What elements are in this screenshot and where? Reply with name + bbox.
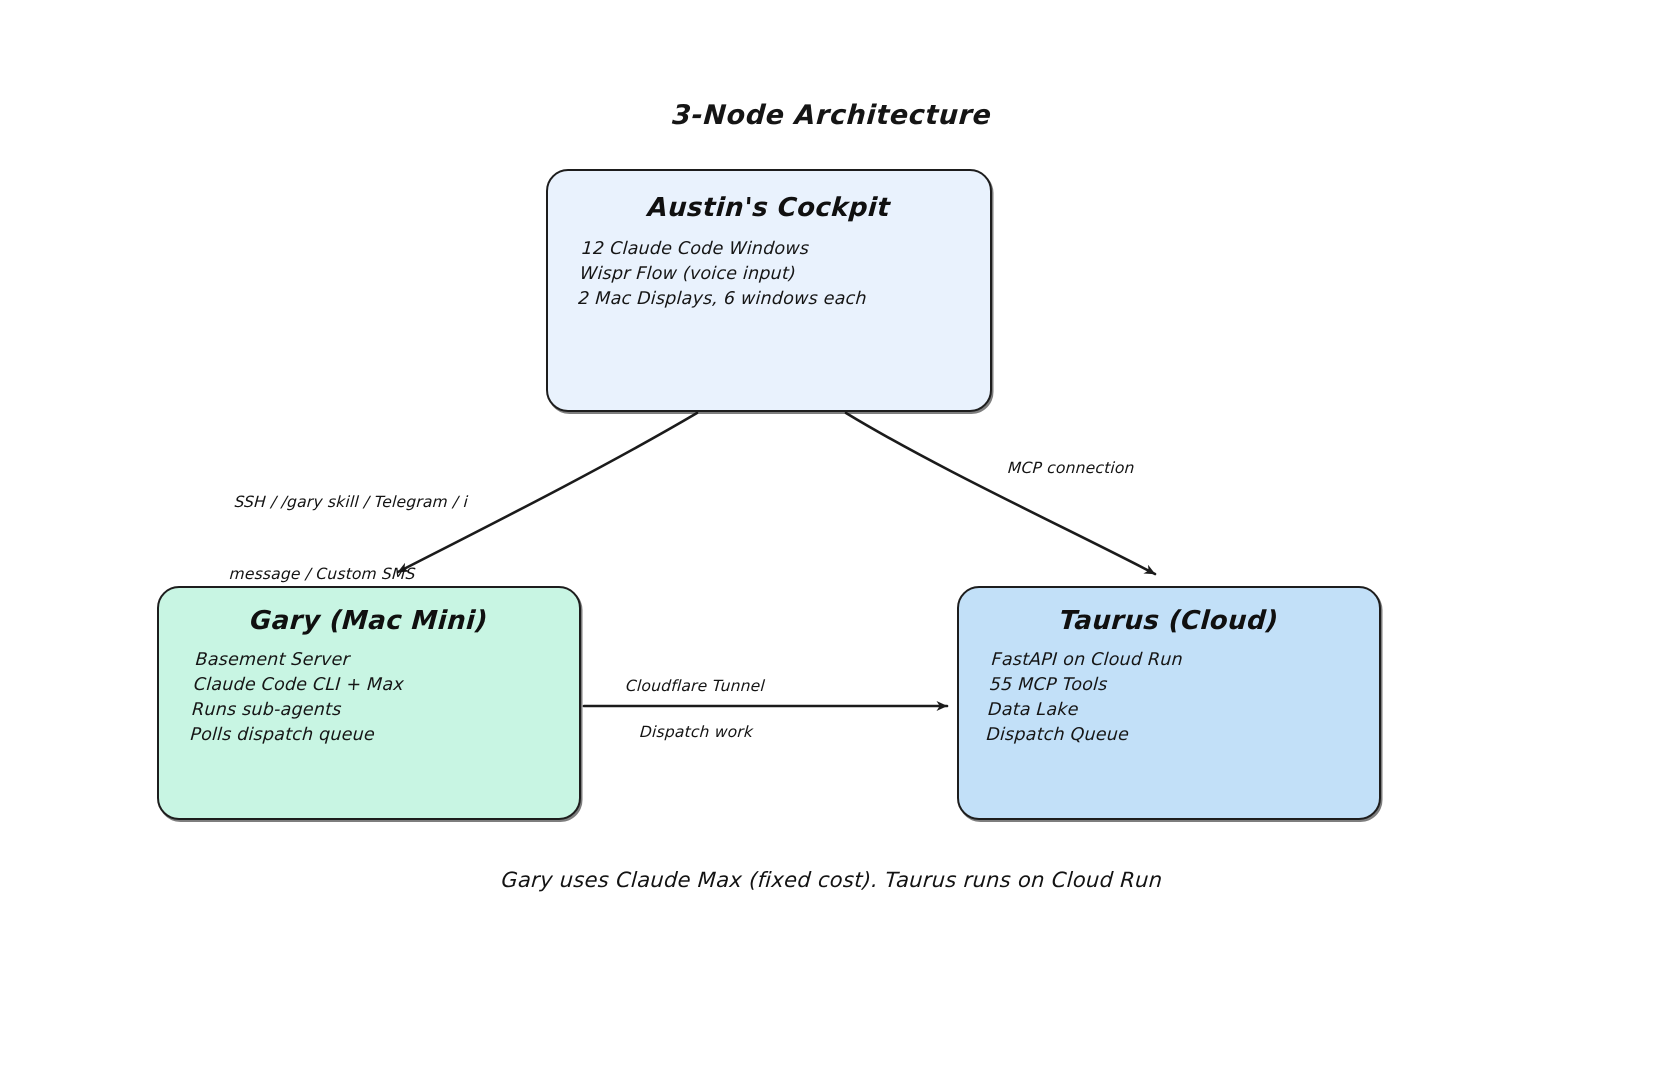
node-detail-line: 55 MCP Tools: [989, 675, 1109, 695]
node-detail-line: Runs sub-agents: [191, 700, 343, 720]
node-detail-line: 2 Mac Displays, 6 windows each: [577, 289, 868, 309]
node-detail-line: Claude Code CLI + Max: [193, 675, 405, 695]
node-details-gary: Basement Server Claude Code CLI + Max Ru…: [190, 648, 583, 748]
edge-label-line1: SSH / /gary skill / Telegram / i: [234, 493, 469, 511]
node-details-taurus: FastAPI on Cloud Run 55 MCP Tools Data L…: [986, 648, 1383, 748]
node-title-gary: Gary (Mac Mini): [249, 606, 489, 636]
node-detail-line: Polls dispatch queue: [189, 725, 376, 745]
node-austins-cockpit[interactable]: Austin's Cockpit 12 Claude Code Windows …: [546, 169, 992, 412]
edge-label-cockpit-to-gary: SSH / /gary skill / Telegram / i message…: [227, 442, 529, 610]
edge-cockpit-to-taurus: [844, 411, 1157, 576]
diagram-caption: Gary uses Claude Max (fixed cost). Tauru…: [500, 868, 1164, 892]
node-detail-line: Basement Server: [194, 650, 351, 670]
edge-cockpit-to-gary: [396, 411, 699, 574]
node-gary-mac-mini[interactable]: Gary (Mac Mini) Basement Server Claude C…: [157, 586, 581, 820]
node-detail-line: Wispr Flow (voice input): [579, 264, 797, 284]
node-taurus-cloud[interactable]: Taurus (Cloud) FastAPI on Cloud Run 55 M…: [957, 586, 1381, 820]
node-detail-line: Data Lake: [987, 700, 1080, 720]
node-detail-line: 12 Claude Code Windows: [581, 239, 810, 259]
node-details-cockpit: 12 Claude Code Windows Wispr Flow (voice…: [577, 237, 992, 312]
page-title: 3-Node Architecture: [671, 100, 993, 131]
edge-label-line2: message / Custom SMS: [229, 565, 417, 583]
edge-label-cockpit-to-taurus: MCP connection: [1007, 459, 1136, 477]
node-detail-line: FastAPI on Cloud Run: [990, 650, 1184, 670]
node-detail-line: Dispatch Queue: [985, 725, 1130, 745]
node-title-taurus: Taurus (Cloud): [1058, 606, 1280, 636]
edge-label-dispatch-work: Dispatch work: [639, 723, 754, 741]
node-title-cockpit: Austin's Cockpit: [646, 193, 892, 223]
edge-label-cloudflare-tunnel: Cloudflare Tunnel: [625, 677, 766, 695]
